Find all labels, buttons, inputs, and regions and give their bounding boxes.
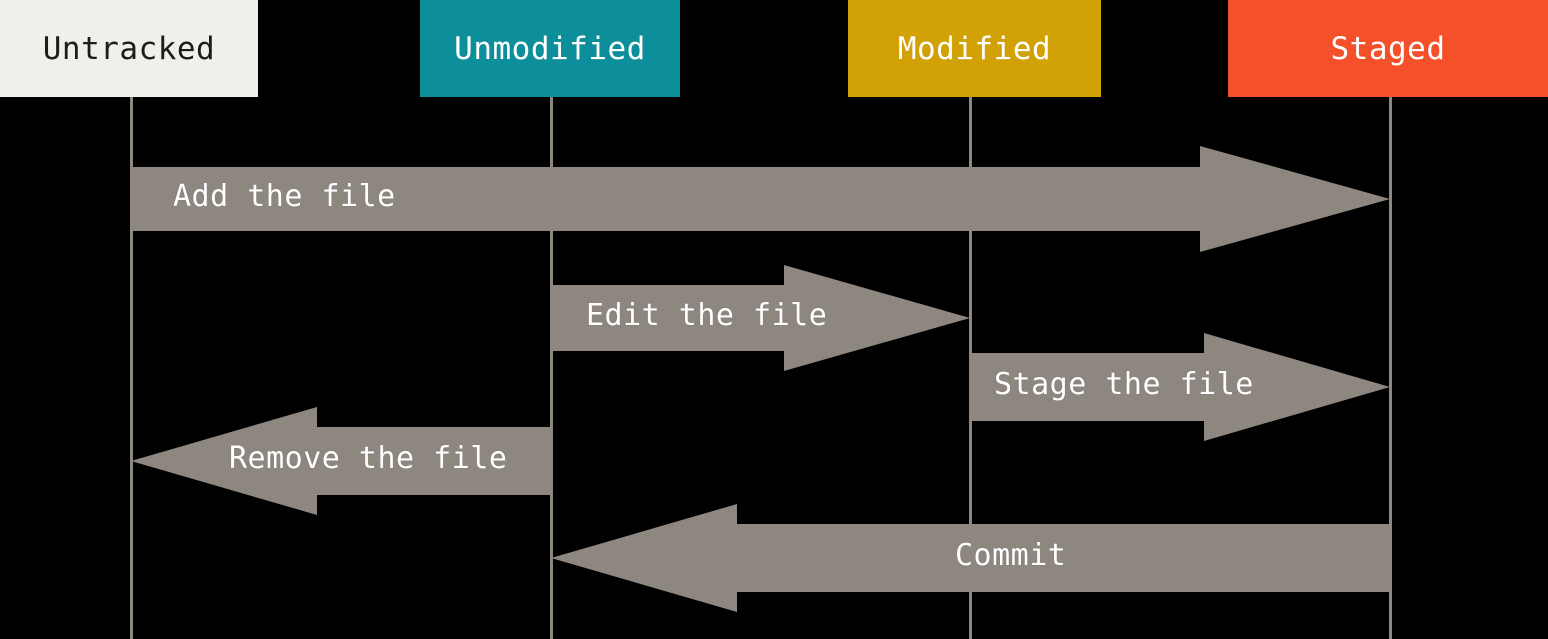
arrow-add — [131, 146, 1390, 252]
state-label-unmodified: Unmodified — [454, 30, 646, 67]
state-label-staged: Staged — [1330, 30, 1446, 67]
arrow-stage — [970, 333, 1390, 441]
arrow-label-stage: Stage the file — [994, 367, 1254, 402]
arrow-label-remove: Remove the file — [229, 441, 508, 476]
arrow-remove — [131, 407, 551, 515]
state-box-modified[interactable]: Modified — [848, 0, 1101, 97]
arrow-label-add: Add the file — [173, 179, 396, 214]
state-box-untracked[interactable]: Untracked — [0, 0, 258, 97]
state-label-untracked: Untracked — [42, 30, 216, 67]
state-label-modified: Modified — [897, 30, 1052, 67]
lifeline-unmodified — [550, 97, 553, 639]
lifeline-untracked — [130, 97, 133, 639]
arrow-label-edit: Edit the file — [586, 298, 828, 333]
state-box-staged[interactable]: Staged — [1228, 0, 1548, 97]
arrow-commit — [551, 504, 1390, 612]
arrow-label-commit: Commit — [955, 538, 1067, 573]
arrow-edit — [551, 265, 970, 371]
lifeline-staged — [1389, 97, 1392, 639]
state-box-unmodified[interactable]: Unmodified — [420, 0, 680, 97]
